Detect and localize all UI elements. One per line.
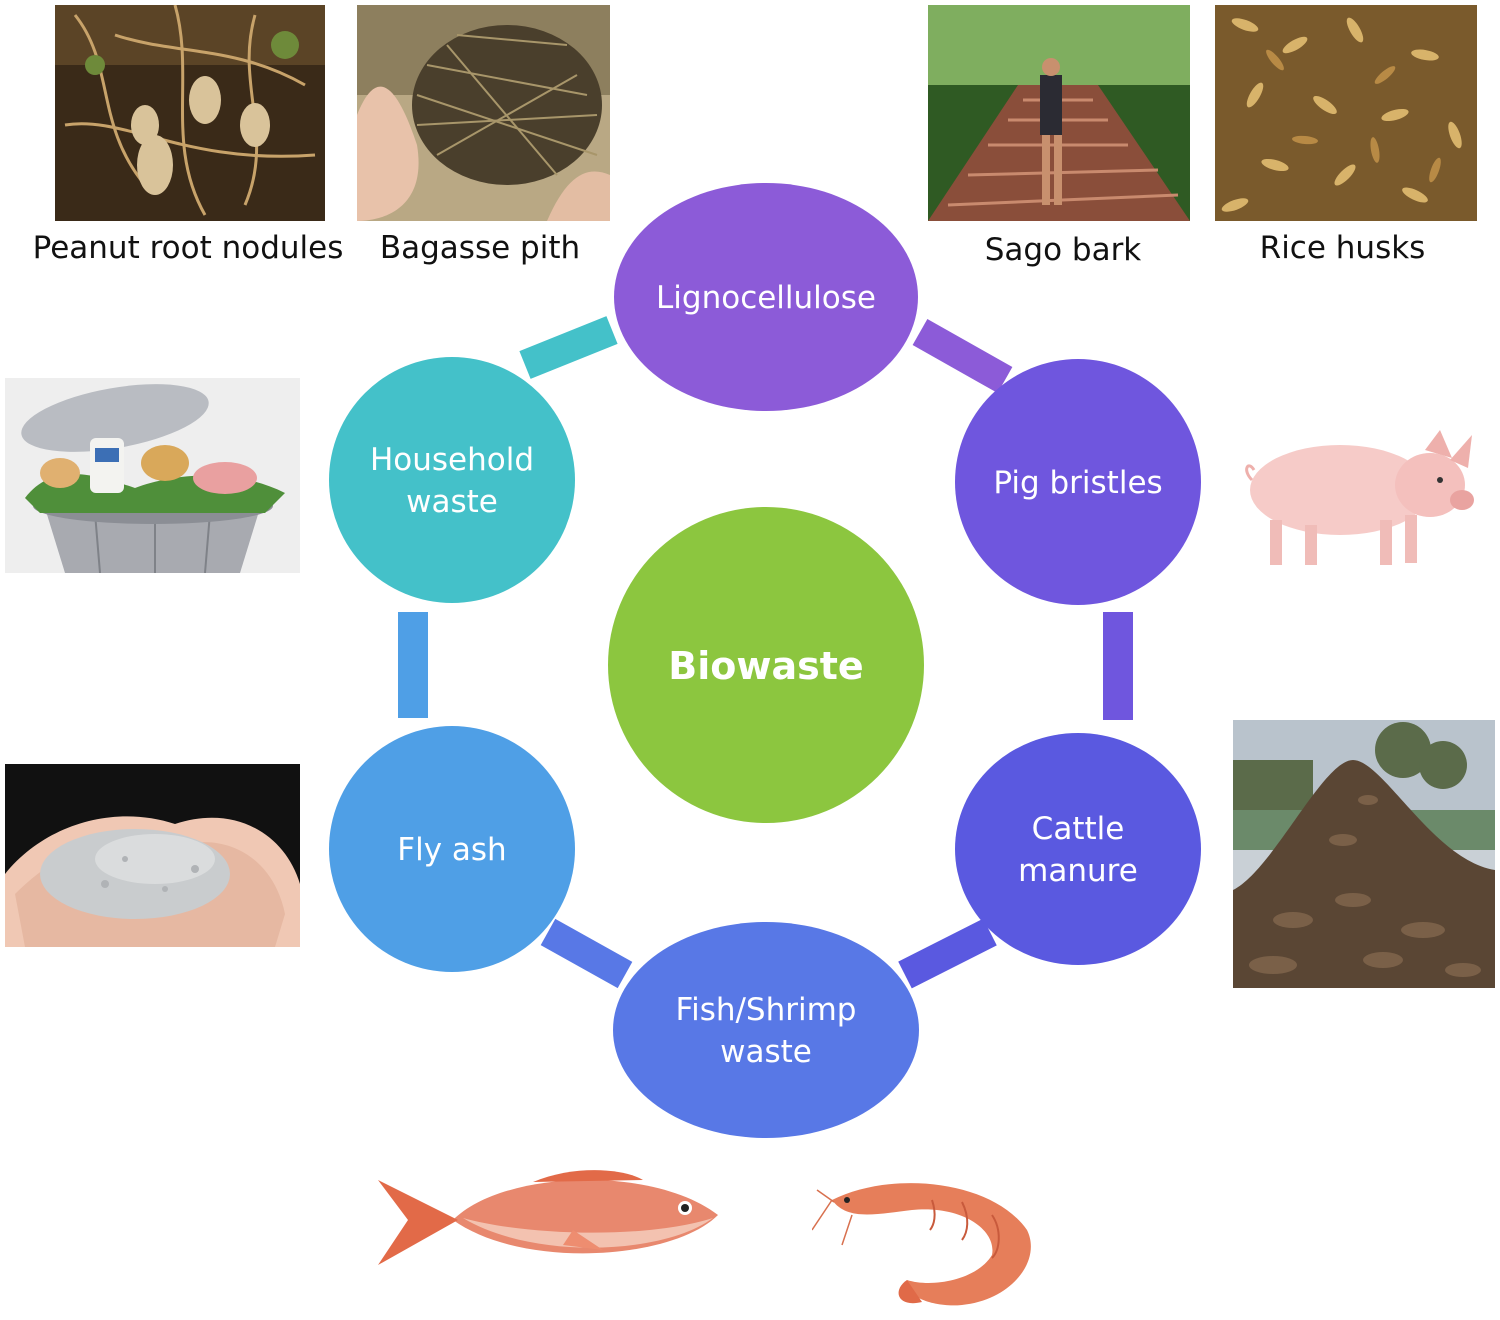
cattle-manure-heap-photo [1233,720,1495,988]
peanut-root-nodules-caption: Peanut root nodules [32,230,344,266]
biowaste-center-circle [608,507,924,823]
cycle-connector [540,918,633,989]
peanut-root-nodules-photo [55,5,325,221]
rice-husks-caption: Rice husks [1259,230,1426,266]
fish-photo [373,1160,723,1275]
fish-shrimp-waste-node [613,922,919,1138]
pig-photo [1240,420,1475,570]
fly-ash-node [329,726,575,972]
shrimp-photo [812,1170,1040,1310]
sago-bark-caption: Sago bark [984,232,1142,268]
cycle-connector [898,918,997,989]
rice-husks-photo [1215,5,1477,221]
household-waste-node [329,357,575,603]
bagasse-pith-caption: Bagasse pith [379,230,581,266]
pig-bristles-node [955,359,1201,605]
cycle-connector [912,318,1013,394]
fly-ash-label: Fly ash [397,832,506,868]
lignocellulose-node [614,183,918,411]
fly-ash-hands-photo [5,764,300,947]
bagasse-pith-photo [357,5,610,221]
pig-bristles-label: Pig bristles [993,465,1162,501]
household-waste-bin-photo [5,378,300,573]
cycle-connector [519,316,618,379]
lignocellulose-label: Lignocellulose [656,280,876,316]
biowaste-center-label: Biowaste [668,644,863,688]
cattle-manure-node [955,733,1201,965]
sago-bark-photo [928,5,1190,221]
